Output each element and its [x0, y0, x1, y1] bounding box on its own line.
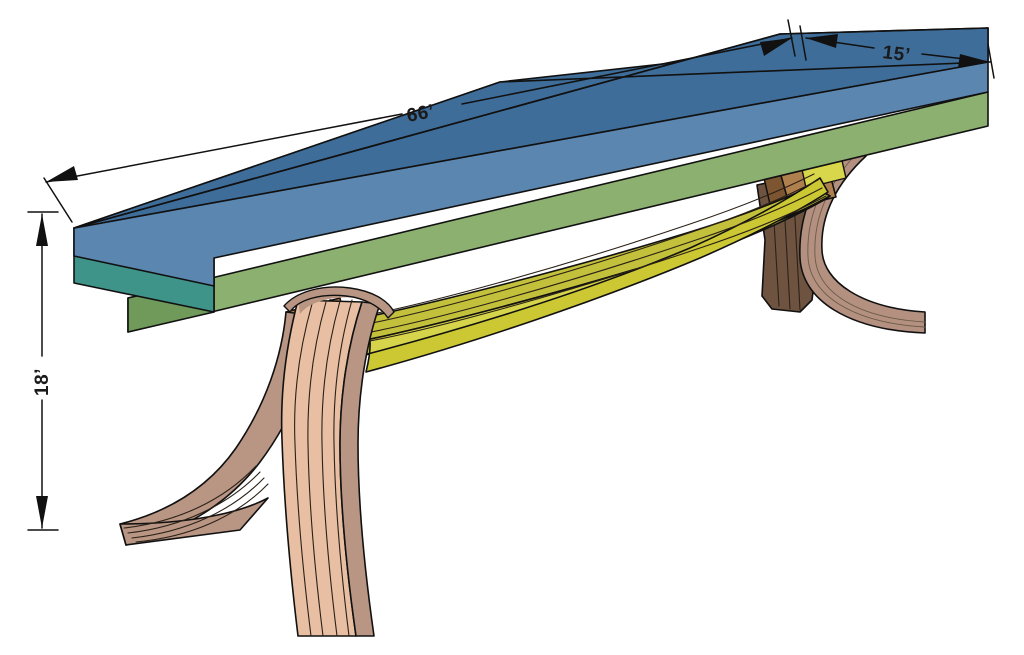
dimension-length-66: 66’	[43, 19, 796, 223]
seat-top-back-edge	[73, 33, 781, 229]
seat-top-right-edge	[779, 27, 989, 35]
dimension-height-18: 18’	[27, 211, 59, 531]
arrow-left-15	[806, 34, 838, 48]
dimension-annotations: 66’ 15’	[27, 19, 995, 531]
bench-assembly	[73, 27, 989, 637]
arrow-left-66	[46, 166, 78, 182]
arrow-top-18	[36, 214, 48, 246]
center-stretcher	[329, 173, 831, 373]
arrow-right-15	[958, 54, 990, 68]
leg-near-top	[283, 286, 395, 319]
dimension-label-depth: 15’	[881, 42, 911, 66]
leg-near-rear-foot	[119, 497, 269, 546]
near-leg-assembly	[119, 286, 395, 637]
seat-slab	[73, 27, 989, 333]
dimension-depth-15: 15’	[799, 25, 995, 79]
leg-near-side	[339, 301, 381, 637]
arrow-bottom-18	[36, 496, 48, 528]
dimension-label-length: 66’	[405, 101, 436, 127]
arrow-right-66	[760, 38, 792, 56]
stretcher-body	[329, 177, 829, 373]
dimension-label-height: 18’	[32, 368, 53, 396]
